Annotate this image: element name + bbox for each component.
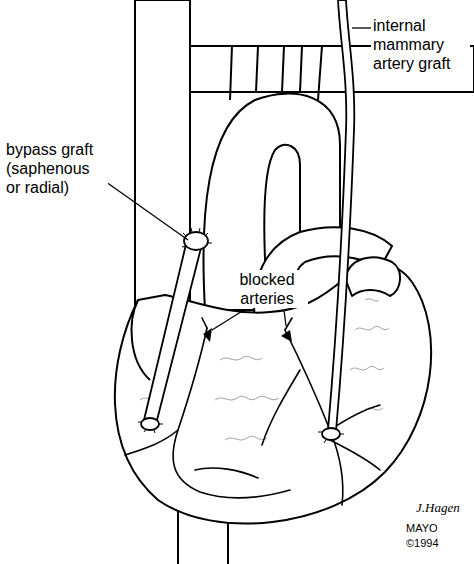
artist-signature: J.Hagen <box>414 500 462 516</box>
copyright-note: MAYO <box>404 522 440 535</box>
part-label: bypass graft (saphenous or radial) <box>4 140 108 197</box>
part-label: internal mammary artery graft <box>371 16 470 73</box>
copyright-note: ©1994 <box>404 537 441 550</box>
part-label: blocked arteries <box>226 270 308 308</box>
